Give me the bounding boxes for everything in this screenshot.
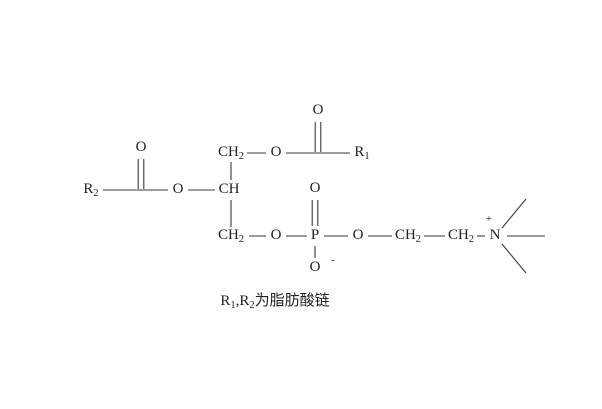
atom-label-phosphate-oxygen-right: O — [353, 227, 364, 243]
atom-label-ch2-bottom: CH2 — [218, 227, 244, 245]
atom-label-phosphorus: P — [311, 227, 319, 243]
atom-label-phosphoryl-oxygen: O — [310, 180, 321, 196]
atom-label-ch2-choline-b: CH2 — [448, 227, 474, 245]
atom-label-ester-oxygen-left: O — [173, 181, 184, 197]
atom-label-ch-middle: CH — [219, 181, 240, 197]
charge-label-positive: + — [486, 213, 492, 225]
atom-label-ch2-top: CH2 — [218, 144, 244, 162]
charge-label-negative: - — [331, 254, 335, 266]
atom-label-ch2-choline-a: CH2 — [395, 227, 421, 245]
bond-n-to-methyl-lower — [501, 243, 527, 274]
atom-label-r2: R2 — [83, 181, 98, 199]
atom-label-nitrogen: N — [490, 227, 501, 243]
bond-n-to-methyl-upper — [501, 198, 527, 229]
atom-label-r1: R1 — [354, 144, 369, 162]
atom-label-phosphate-oxygen-left: O — [271, 227, 282, 243]
atom-label-carbonyl-oxygen-top: O — [313, 102, 324, 118]
atom-label-oxygen-anion: O — [310, 259, 321, 275]
diagram-caption: R1,R2为脂肪酸链 — [220, 292, 329, 311]
atom-label-carbonyl-oxygen-left: O — [136, 139, 147, 155]
atom-label-ester-oxygen-top: O — [271, 144, 282, 160]
